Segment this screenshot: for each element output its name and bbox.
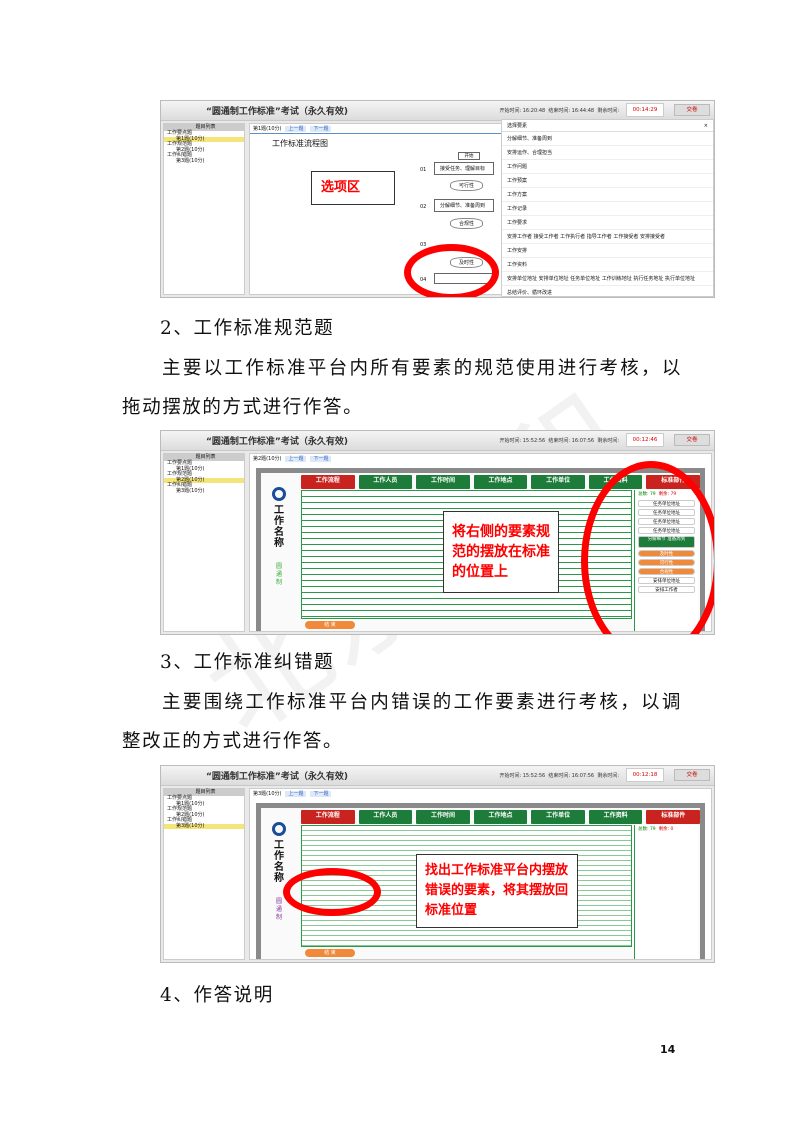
question-tree: 题目列表工作要点题第1题(10分)工作规范题第2题(10分)工作纠错题第3题(1… <box>163 123 245 295</box>
option-item[interactable]: 工作安排 <box>502 244 713 258</box>
column-header: 工作地点 <box>473 810 528 824</box>
remaining-time: 00:14:29 <box>626 103 664 117</box>
time-info: 开始时间: 15:52:56 结束时间: 16:07:56 剩余时间: <box>499 438 619 444</box>
parts-panel: 总数: 79 剩余: 0 <box>634 825 698 959</box>
highlight-circle <box>581 461 714 634</box>
tree-item-q3[interactable]: 第3题(10分) <box>176 487 205 494</box>
option-item[interactable]: 工作预案 <box>502 174 713 188</box>
next-button[interactable]: 下一题 <box>310 126 332 132</box>
column-header: 工作时间 <box>416 810 470 824</box>
option-item[interactable]: 工作问题 <box>502 160 713 174</box>
column-header: 工作地点 <box>473 475 528 489</box>
remaining-time: 00:12:46 <box>626 433 664 447</box>
flow-start: 开始 <box>458 152 480 160</box>
exam-title: “圆通制工作标准”考试（永久有效) <box>206 437 348 447</box>
column-header: 工作单位 <box>531 810 585 824</box>
logo-icon <box>272 487 286 501</box>
question-tree: 题目列表工作要点题第1题(10分)工作规范题第2题(10分)工作纠错题第3题(1… <box>163 453 245 632</box>
highlight-circle <box>283 868 381 916</box>
question-tree: 题目列表工作要点题第1题(10分)工作规范题第2题(10分)工作纠错题第3题(1… <box>163 788 245 960</box>
tree-item-q1[interactable]: 第1题(10分) <box>176 465 205 472</box>
prev-button[interactable]: 上一题 <box>285 791 307 797</box>
flow-title: 工作标准流程图 <box>272 139 328 148</box>
tree-item-q1[interactable]: 第1题(10分) <box>164 136 244 142</box>
option-item[interactable]: 总结评价、循环改进 <box>502 286 713 297</box>
column-header: 工作时间 <box>416 475 470 489</box>
logo-icon <box>272 822 286 836</box>
option-item[interactable]: 工作要求 <box>502 216 713 230</box>
tree-item-q1[interactable]: 第1题(10分) <box>176 800 205 807</box>
callout-options-area: 选项区 <box>311 171 395 205</box>
column-header: 工作流程 <box>301 475 355 489</box>
end-node: 结 束 <box>305 621 355 629</box>
screenshot-question-2: “圆通制工作标准”考试（永久有效) 开始时间: 15:52:56 结束时间: 1… <box>160 430 715 635</box>
column-header: 工作流程 <box>301 810 355 824</box>
exam-title: “圆通制工作标准”考试（永久有效) <box>206 107 348 117</box>
tree-item-q2[interactable]: 第2题(10分) <box>176 811 205 818</box>
submit-button[interactable]: 交卷 <box>674 434 710 446</box>
time-info: 开始时间: 16:20:48 结束时间: 16:44:48 剩余时间: <box>499 108 619 114</box>
column-header: 工作人员 <box>358 475 413 489</box>
close-icon[interactable]: × <box>703 123 708 129</box>
column-header: 工作单位 <box>531 475 585 489</box>
option-item[interactable]: 分解细节、准备周到 <box>502 132 713 146</box>
prev-button[interactable]: 上一题 <box>285 456 307 462</box>
flow-step: 分解细节、准备周到 <box>434 199 494 212</box>
option-item[interactable]: 安排工作者 接受工作者 工作执行者 指导工作者 工作接受者 安排接受者 <box>502 230 713 244</box>
tree-item-q2[interactable]: 第2题(10分) <box>176 146 205 153</box>
column-header: 标准部件 <box>646 810 701 824</box>
callout-instruction: 找出工作标准平台内摆放错误的要素，将其摆放回标准位置 <box>416 854 578 928</box>
section-heading: 4、作答说明 <box>160 985 274 1006</box>
screenshot-question-3: “圆通制工作标准”考试（永久有效) 开始时间: 15:52:56 结束时间: 1… <box>160 765 715 963</box>
option-item[interactable]: 工作方案 <box>502 188 713 202</box>
option-panel: 选择要素× 分解细节、准备周到安排运作、合理担当工作问题工作预案工作方案工作记录… <box>501 119 714 297</box>
flow-step: 接受任务、理解目标 <box>434 162 494 175</box>
column-header: 工作资料 <box>588 810 643 824</box>
submit-button[interactable]: 交卷 <box>674 104 710 116</box>
option-item[interactable]: 安排单位地址 安排单位地址 任务单位地址 工作训练地址 执行任务地址 执行单位地… <box>502 272 713 286</box>
page-number: 14 <box>660 1043 676 1056</box>
end-node: 结 束 <box>305 949 355 957</box>
tree-item-q3[interactable]: 第3题(10分) <box>164 823 244 829</box>
section-heading: 2、工作标准规范题 <box>160 318 335 339</box>
option-item[interactable]: 工作资料 <box>502 258 713 272</box>
callout-instruction: 将右侧的要素规范的摆放在标准的位置上 <box>443 511 559 593</box>
tree-item-q3[interactable]: 第3题(10分) <box>176 157 205 164</box>
submit-button[interactable]: 交卷 <box>674 769 710 781</box>
column-header: 工作人员 <box>358 810 413 824</box>
next-button[interactable]: 下一题 <box>310 791 332 797</box>
screenshot-question-1: “圆通制工作标准”考试（永久有效) 开始时间: 16:20:48 结束时间: 1… <box>160 100 715 298</box>
paragraph: 主要以工作标准平台内所有要素的规范使用进行考核，以拖动摆放的方式进行作答。 <box>122 358 682 418</box>
time-info: 开始时间: 15:52:56 结束时间: 16:07:56 剩余时间: <box>499 773 619 779</box>
next-button[interactable]: 下一题 <box>310 456 332 462</box>
paragraph: 主要围绕工作标准平台内错误的工作要素进行考核，以调整改正的方式进行作答。 <box>122 692 682 752</box>
option-item[interactable]: 工作记录 <box>502 202 713 216</box>
prev-button[interactable]: 上一题 <box>285 126 307 132</box>
exam-title: “圆通制工作标准”考试（永久有效) <box>206 772 348 782</box>
highlight-circle <box>404 244 499 297</box>
section-heading: 3、工作标准纠错题 <box>160 652 335 673</box>
tree-item-q2[interactable]: 第2题(10分) <box>164 477 244 483</box>
option-item[interactable]: 安排运作、合理担当 <box>502 146 713 160</box>
remaining-time: 00:12:18 <box>626 768 664 782</box>
